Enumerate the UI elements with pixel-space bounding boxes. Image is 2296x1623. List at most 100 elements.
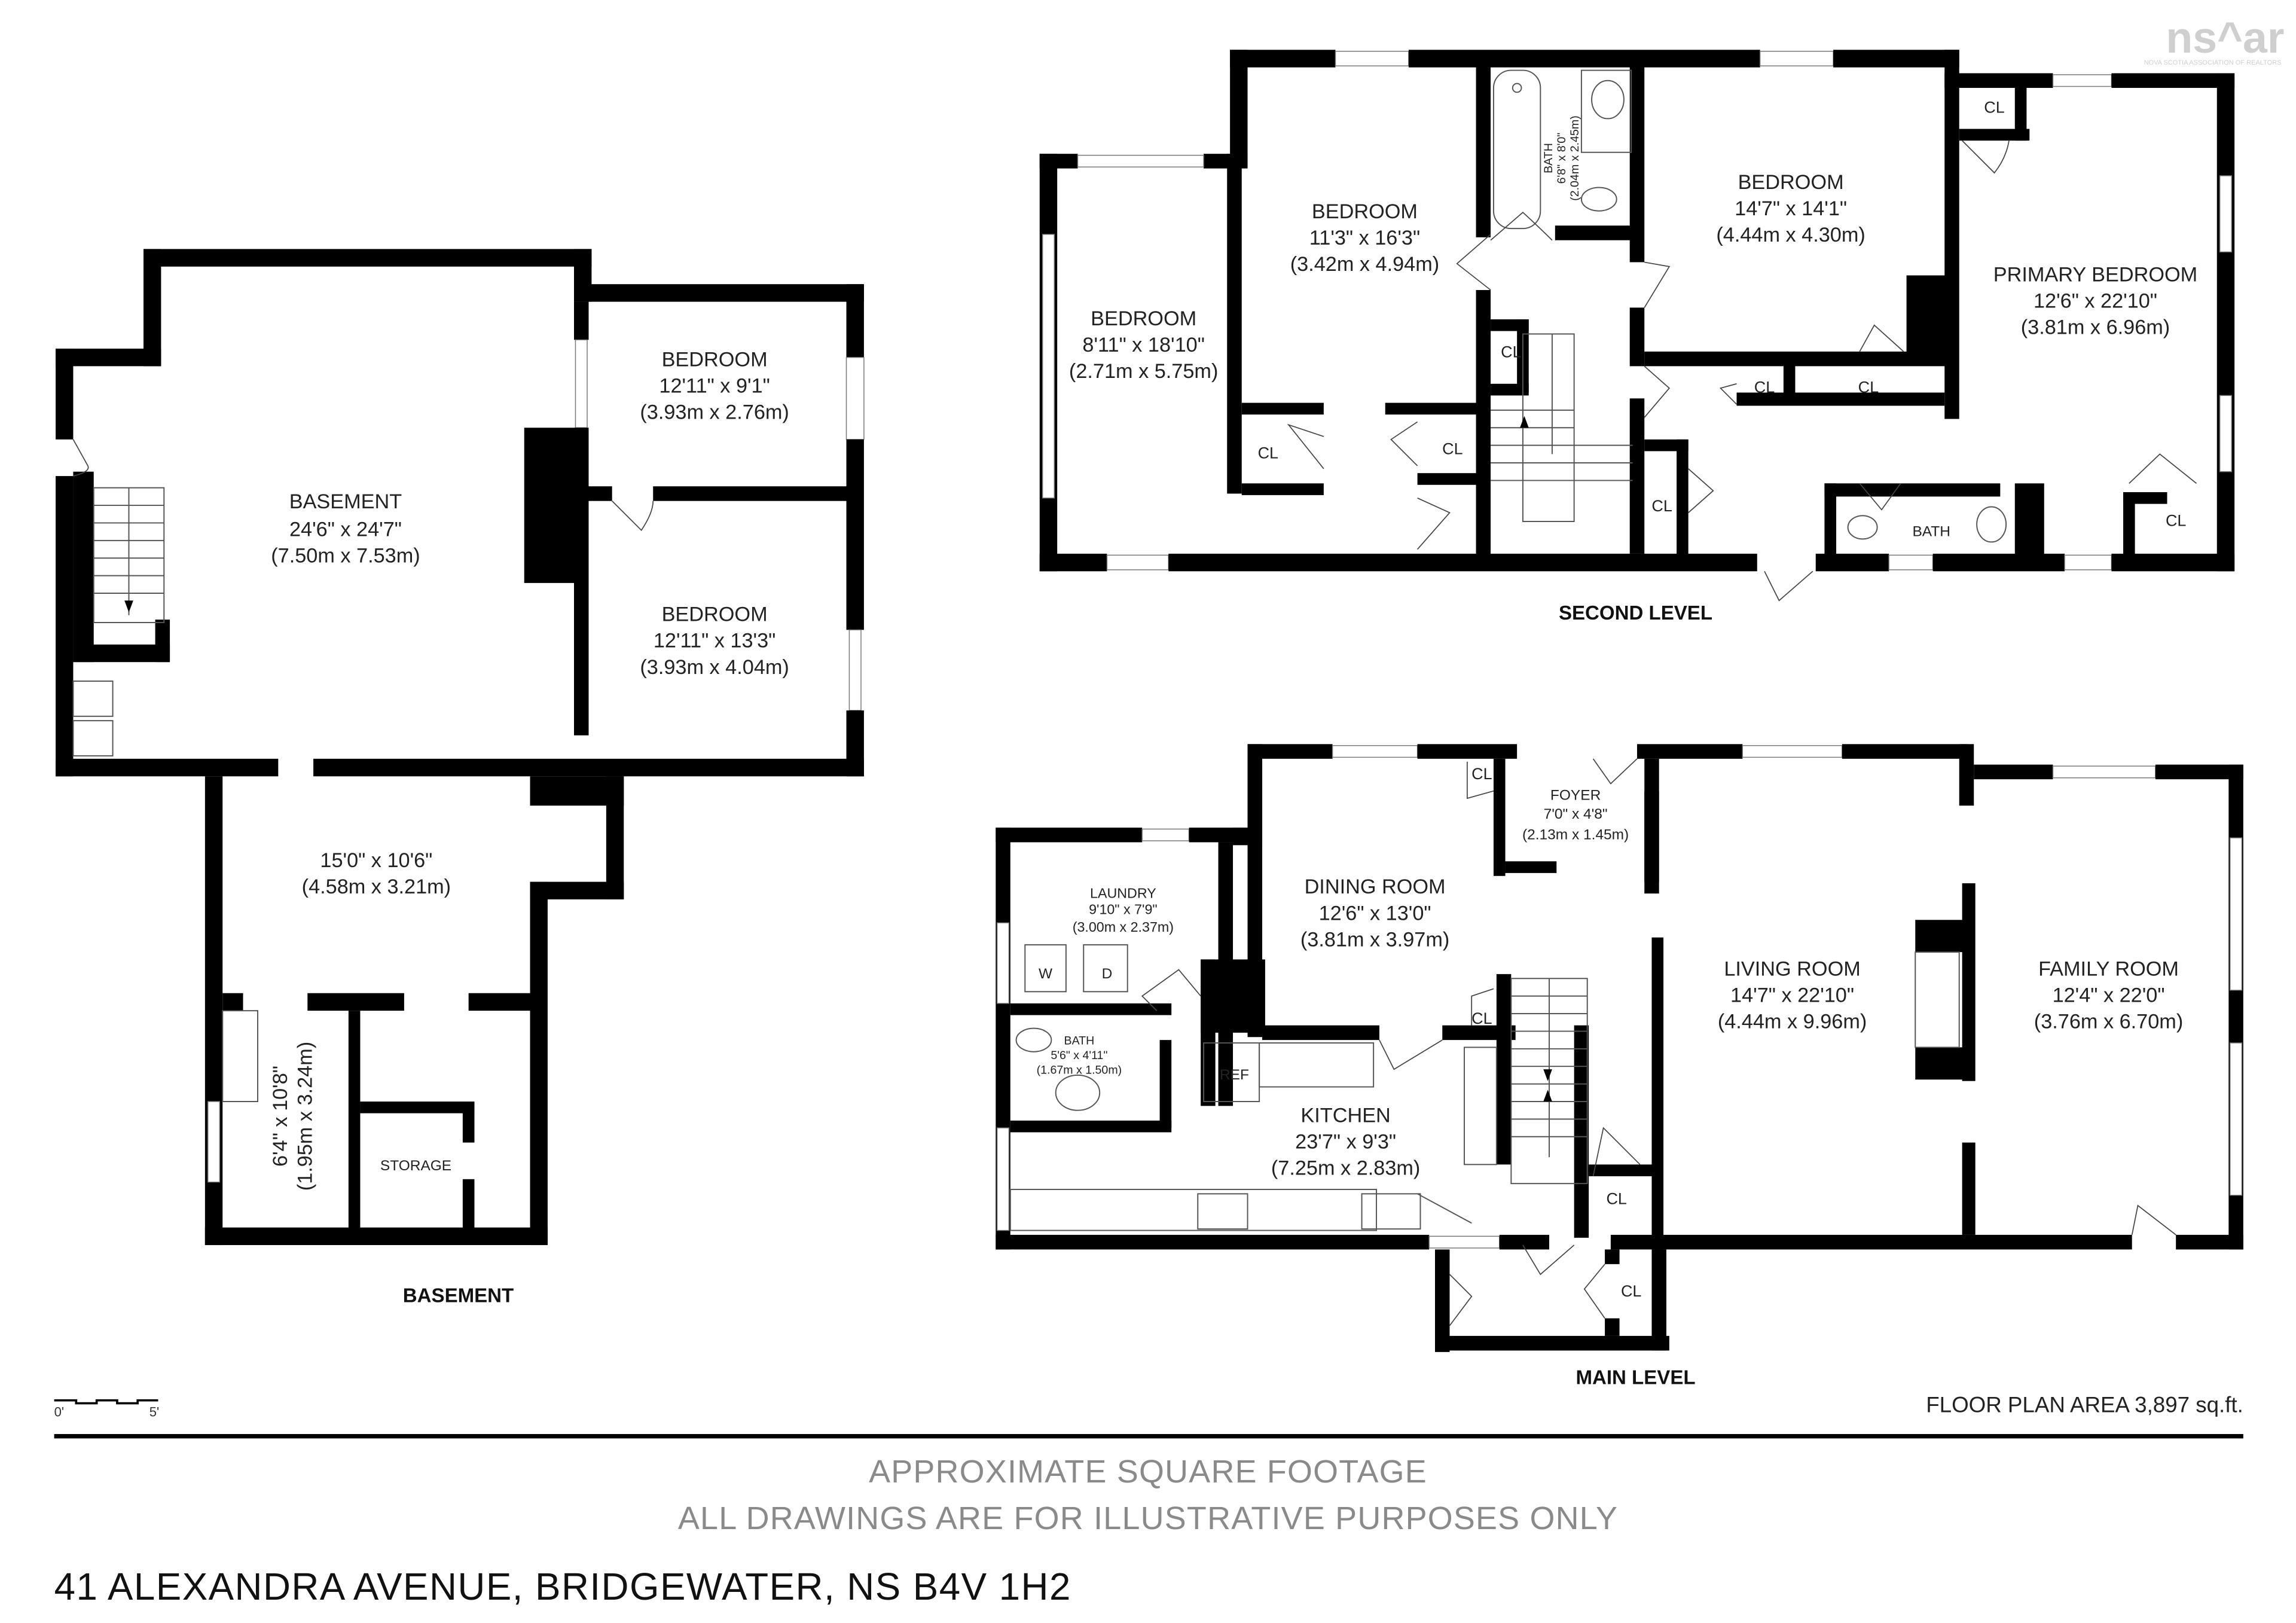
room-second-bedroom-west: BEDROOM 8'11" x 18'10" (2.71m x 5.75m) — [1069, 307, 1218, 383]
room-dims-metric: (7.25m x 2.83m) — [1271, 1157, 1420, 1179]
disclaimer-line-1: APPROXIMATE SQUARE FOOTAGE — [869, 1454, 1427, 1490]
room-dims-metric: (3.00m x 2.37m) — [1073, 919, 1174, 935]
room-name: FAMILY ROOM — [2038, 957, 2179, 980]
room-dims-imperial: 12'4" x 22'0" — [2053, 984, 2165, 1006]
room-dims-metric: (2.04m x 2.45m) — [1568, 115, 1581, 201]
room-dining: DINING ROOM 12'6" x 13'0" (3.81m x 3.97m… — [1300, 875, 1449, 951]
room-name: BASEMENT — [289, 490, 402, 513]
room-name: BATH — [1064, 1034, 1095, 1047]
room-dims-metric: (2.71m x 5.75m) — [1069, 360, 1218, 383]
room-main-bath: BATH 5'6" x 4'11" (1.67m x 1.50m) — [1037, 1034, 1122, 1076]
room-dims-imperial: 8'11" x 18'10" — [1082, 334, 1204, 356]
room-dims-imperial: 12'11" x 9'1" — [659, 374, 770, 397]
logo-subtext: NOVA SCOTIA ASSOCIATION OF REALTORS — [2144, 59, 2282, 66]
disclaimer-line-2: ALL DRAWINGS ARE FOR ILLUSTRATIVE PURPOS… — [678, 1500, 1618, 1536]
room-laundry: LAUNDRY 9'10" x 7'9" (3.00m x 2.37m) — [1073, 886, 1174, 935]
room-dims-metric: (4.44m x 9.96m) — [1718, 1011, 1867, 1033]
closet-label: CL — [1606, 1189, 1626, 1207]
main-level-plan: W D REF — [996, 744, 2243, 1389]
property-address: 41 ALEXANDRA AVENUE, BRIDGEWATER, NS B4V… — [54, 1566, 1071, 1608]
room-name: KITCHEN — [1300, 1104, 1390, 1127]
room-dims-imperial: 23'7" x 9'3" — [1295, 1130, 1396, 1153]
logo-text: ns^ar — [2166, 13, 2284, 62]
room-name: BATH — [1542, 143, 1555, 173]
room-dims-imperial: 7'0" x 4'8" — [1544, 806, 1608, 822]
room-name: BEDROOM — [1312, 200, 1418, 223]
room-dims-imperial: 24'6" x 24'7" — [289, 518, 402, 541]
room-name: DINING ROOM — [1305, 875, 1446, 898]
closet-label: CL — [1258, 444, 1278, 462]
room-name: LAUNDRY — [1090, 886, 1156, 901]
room-second-bath: BATH 6'8" x 8'0" (2.04m x 2.45m) — [1542, 115, 1581, 201]
level-label-main: MAIN LEVEL — [1576, 1367, 1695, 1389]
footer-divider — [54, 1434, 2243, 1439]
room-second-bedroom-east: BEDROOM 14'7" x 14'1" (4.44m x 4.30m) — [1716, 171, 1865, 246]
room-dims-metric: (3.81m x 3.97m) — [1300, 928, 1449, 951]
room-dims-imperial: 6'8" x 8'0" — [1555, 133, 1568, 184]
room-dims-metric: (3.42m x 4.94m) — [1290, 253, 1439, 276]
floor-plan-area: FLOOR PLAN AREA 3,897 sq.ft. — [1926, 1392, 2243, 1417]
closet-label: CL — [1858, 378, 1879, 396]
room-name: PRIMARY BEDROOM — [1993, 263, 2197, 286]
closet-label: CL — [1984, 99, 2004, 117]
room-dims-imperial: 6'4" x 10'8" — [269, 1066, 292, 1167]
washer-label: W — [1039, 966, 1053, 982]
room-dims-imperial: 14'7" x 22'10" — [1730, 984, 1854, 1006]
closet-label: CL — [1471, 765, 1492, 783]
dryer-label: D — [1102, 966, 1113, 982]
room-basement-bedroom-2: BEDROOM 12'11" x 13'3" (3.93m x 4.04m) — [640, 603, 789, 679]
room-dims-metric: (2.13m x 1.45m) — [1522, 827, 1629, 843]
basement-plan: BASEMENT 24'6" x 24'7" (7.50m x 7.53m) B… — [56, 249, 865, 1307]
room-dims-imperial: 12'11" x 13'3" — [654, 630, 775, 652]
room-dims-metric: (1.95m x 3.24m) — [294, 1042, 317, 1191]
room-basement: BASEMENT 24'6" x 24'7" (7.50m x 7.53m) — [271, 490, 420, 568]
level-label-second: SECOND LEVEL — [1559, 602, 1712, 624]
closet-label: CL — [1651, 497, 1672, 515]
room-dims-metric: (4.44m x 4.30m) — [1716, 224, 1865, 246]
second-level-plan: BEDROOM 8'11" x 18'10" (2.71m x 5.75m) B… — [1039, 50, 2235, 624]
room-dims-imperial: 9'10" x 7'9" — [1089, 901, 1158, 917]
level-label-basement: BASEMENT — [403, 1285, 514, 1307]
room-name: FOYER — [1550, 787, 1601, 803]
room-basement-rec: 15'0" x 10'6" (4.58m x 3.21m) — [302, 849, 451, 898]
room-living: LIVING ROOM 14'7" x 22'10" (4.44m x 9.96… — [1718, 957, 1867, 1033]
closet-label: CL — [2166, 511, 2186, 529]
scale-bar: 0' 5' — [54, 1399, 159, 1420]
room-name: BEDROOM — [1091, 307, 1196, 330]
room-dims-imperial: 14'7" x 14'1" — [1735, 197, 1847, 220]
room-second-bedroom-mid: BEDROOM 11'3" x 16'3" (3.42m x 4.94m) — [1290, 200, 1439, 276]
closet-label: CL — [1471, 1009, 1492, 1027]
fridge-label: REF — [1220, 1067, 1249, 1083]
room-foyer: FOYER 7'0" x 4'8" (2.13m x 1.45m) — [1522, 787, 1629, 843]
room-dims-imperial: 5'6" x 4'11" — [1051, 1049, 1107, 1062]
room-dims-metric: (3.93m x 4.04m) — [640, 656, 789, 679]
room-basement-bedroom-1: BEDROOM 12'11" x 9'1" (3.93m x 2.76m) — [640, 348, 789, 423]
room-dims-imperial: 15'0" x 10'6" — [320, 849, 432, 872]
room-primary-bedroom: PRIMARY BEDROOM 12'6" x 22'10" (3.81m x … — [1993, 263, 2197, 338]
room-dims-metric: (3.76m x 6.70m) — [2034, 1011, 2183, 1033]
room-dims-imperial: 11'3" x 16'3" — [1309, 227, 1420, 249]
room-dims-metric: (4.58m x 3.21m) — [302, 875, 451, 898]
room-dims-metric: (3.81m x 6.96m) — [2021, 316, 2170, 338]
room-dims-metric: (1.67m x 1.50m) — [1037, 1063, 1122, 1076]
scale-start: 0' — [54, 1405, 64, 1420]
closet-label: CL — [1442, 440, 1463, 457]
room-kitchen: KITCHEN 23'7" x 9'3" (7.25m x 2.83m) — [1271, 1104, 1420, 1179]
closet-label: CL — [1621, 1282, 1641, 1300]
room-name: BEDROOM — [1738, 171, 1844, 194]
room-second-bath-2: BATH — [1912, 523, 1950, 539]
nsar-logo: ns^ar NOVA SCOTIA ASSOCIATION OF REALTOR… — [2144, 13, 2285, 66]
room-dims-imperial: 12'6" x 22'10" — [2034, 289, 2157, 312]
scale-end: 5' — [149, 1405, 159, 1420]
room-dims-imperial: 12'6" x 13'0" — [1319, 902, 1431, 925]
room-name: BEDROOM — [662, 603, 768, 626]
room-family: FAMILY ROOM 12'4" x 22'0" (3.76m x 6.70m… — [2034, 957, 2183, 1033]
room-dims-metric: (3.93m x 2.76m) — [640, 401, 789, 424]
room-name: BEDROOM — [662, 348, 768, 371]
closet-label: CL — [1501, 343, 1521, 361]
room-dims-metric: (7.50m x 7.53m) — [271, 545, 420, 568]
closet-label: CL — [1754, 378, 1775, 396]
room-name: LIVING ROOM — [1724, 957, 1860, 980]
room-storage: STORAGE — [380, 1158, 451, 1174]
